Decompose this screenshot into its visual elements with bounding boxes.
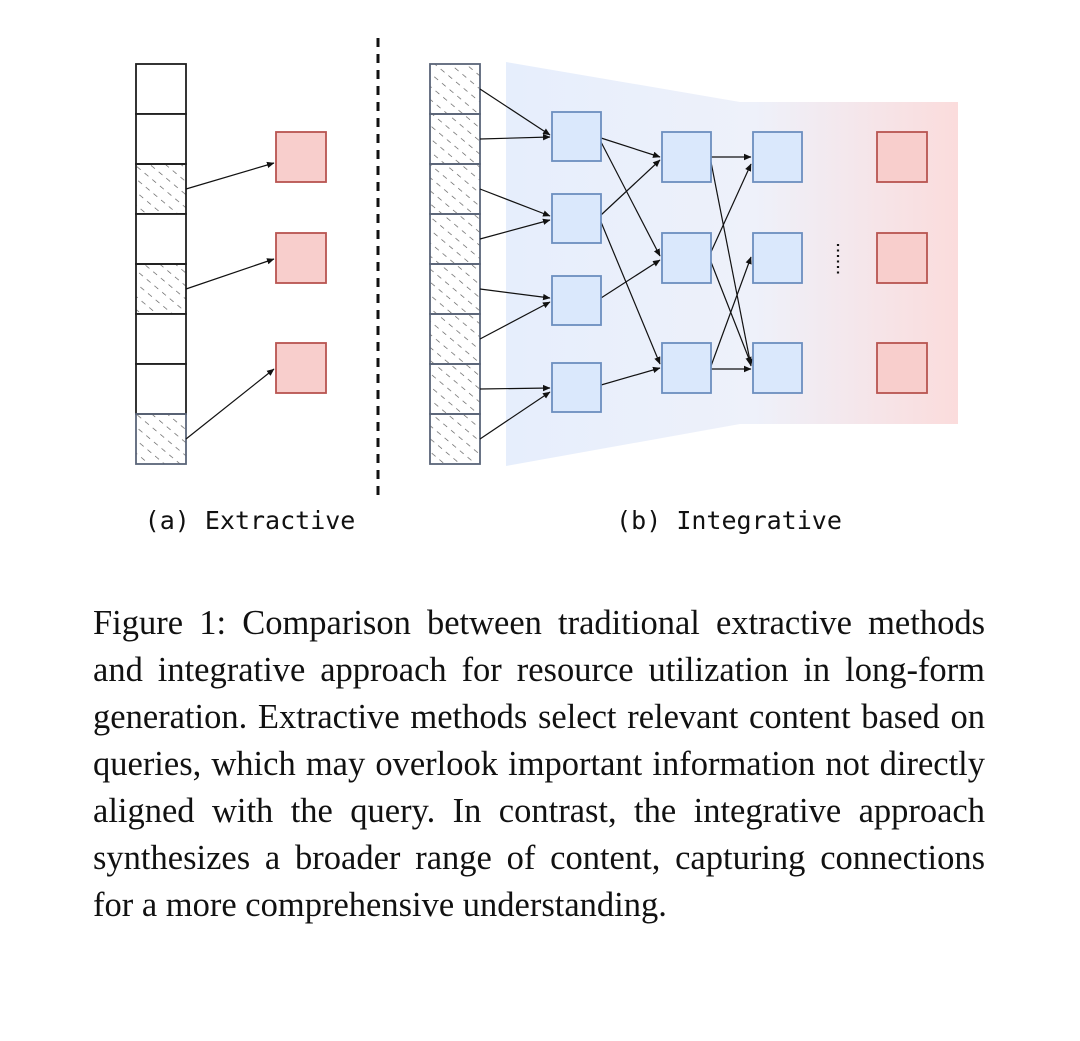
segment xyxy=(135,63,187,115)
hidden-node xyxy=(551,193,602,244)
arrow xyxy=(600,137,661,158)
caption-text: Comparison between traditional extractiv… xyxy=(93,604,986,924)
integrative-arrows xyxy=(479,88,753,440)
arrow xyxy=(479,288,551,301)
figure-diagram: (a) Extractive (b) Integrative xyxy=(135,38,958,535)
integrative-layer-2 xyxy=(661,131,712,394)
integrative-outputs xyxy=(876,131,928,394)
segment-selected xyxy=(429,413,481,465)
output-node xyxy=(876,131,928,183)
hidden-node xyxy=(661,342,712,394)
hidden-node xyxy=(551,111,602,162)
segment-selected xyxy=(429,363,481,415)
subcaption-extractive: (a) Extractive xyxy=(145,506,356,535)
arrow xyxy=(479,188,551,217)
integrative-layer-1 xyxy=(551,111,602,413)
output-node xyxy=(275,342,327,394)
segment-selected xyxy=(429,163,481,215)
segment xyxy=(135,113,187,165)
arrow xyxy=(710,161,753,367)
hidden-node xyxy=(661,131,712,183)
caption-label: Figure 1: xyxy=(93,604,227,642)
arrow xyxy=(479,134,551,141)
output-node xyxy=(876,232,928,284)
hidden-node xyxy=(752,342,803,394)
extractive-outputs xyxy=(275,131,327,394)
segment-selected xyxy=(135,263,187,315)
hidden-node xyxy=(661,232,712,284)
segment xyxy=(135,213,187,265)
arrow xyxy=(185,161,275,190)
arrow xyxy=(479,384,551,392)
integrative-band xyxy=(506,62,958,466)
segment-selected xyxy=(135,163,187,215)
segment-selected xyxy=(429,313,481,365)
output-node xyxy=(876,342,928,394)
arrow xyxy=(600,159,661,216)
arrow xyxy=(600,366,661,386)
arrow xyxy=(710,256,752,367)
hidden-node xyxy=(551,362,602,413)
segment-selected xyxy=(429,113,481,165)
subcaption-integrative: (b) Integrative xyxy=(616,506,842,535)
arrow xyxy=(479,218,551,240)
hidden-node xyxy=(752,232,803,284)
hidden-node xyxy=(551,275,602,326)
arrow xyxy=(600,221,661,365)
segment-selected xyxy=(135,413,187,465)
arrow xyxy=(185,258,275,290)
integrative-layer-3 xyxy=(752,131,803,394)
integrative-segments xyxy=(429,63,481,465)
arrow xyxy=(479,391,551,440)
arrow xyxy=(479,88,551,136)
extractive-segments xyxy=(135,63,187,465)
extractive-arrows xyxy=(185,161,275,440)
figure-caption: Figure 1: Comparison between traditional… xyxy=(93,600,985,929)
segment xyxy=(135,313,187,365)
arrow xyxy=(710,163,752,253)
arrow xyxy=(479,301,551,340)
hidden-node xyxy=(752,131,803,183)
arrow xyxy=(600,259,661,299)
arrow xyxy=(600,141,661,257)
segment xyxy=(135,363,187,415)
output-node xyxy=(275,131,327,183)
segment-selected xyxy=(429,263,481,315)
segment-selected xyxy=(429,63,481,115)
arrow xyxy=(185,368,275,440)
output-node xyxy=(275,232,327,284)
segment-selected xyxy=(429,213,481,265)
